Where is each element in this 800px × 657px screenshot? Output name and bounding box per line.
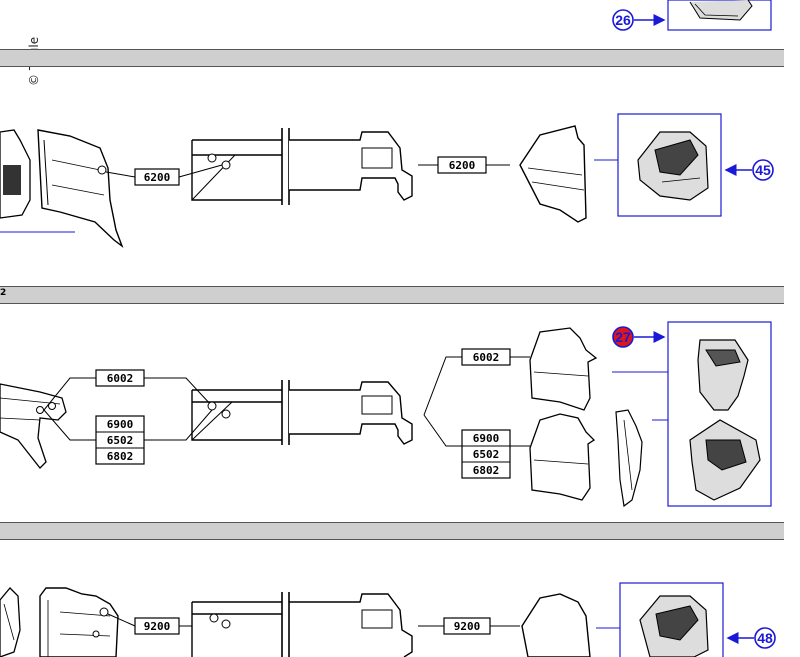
row2-end-cap-upper — [529, 327, 598, 411]
section-band-3 — [0, 522, 784, 540]
callout-45[interactable]: 45 — [724, 159, 774, 181]
row2-bar-profile — [191, 380, 413, 445]
row2-side-plate — [615, 409, 643, 508]
svg-text:6502: 6502 — [473, 448, 500, 461]
callout-27[interactable]: 27 — [612, 326, 666, 348]
svg-text:26: 26 — [615, 12, 631, 28]
row3-foot-left — [0, 587, 21, 657]
row2-foot-left — [0, 383, 67, 469]
svg-text:9200: 9200 — [454, 620, 481, 633]
svg-text:48: 48 — [757, 630, 773, 646]
row1-foot-left — [0, 129, 75, 233]
row3-code-left: 9200 — [107, 613, 192, 635]
row2-code-left: 6002 6900 6502 6802 — [43, 369, 213, 465]
svg-text:6900: 6900 — [107, 418, 134, 431]
row1-code-right: 6200 — [418, 156, 510, 174]
svg-text:9200: 9200 — [144, 620, 171, 633]
svg-text:6200: 6200 — [449, 159, 476, 172]
row1-detail-box — [617, 113, 722, 217]
svg-text:6002: 6002 — [473, 351, 500, 364]
row3-code-right: 9200 — [418, 617, 520, 635]
svg-text:6802: 6802 — [473, 464, 500, 477]
row2-end-cap-lower — [529, 413, 596, 501]
callout-48[interactable]: 48 — [726, 627, 776, 649]
row1-end-cap-right — [519, 125, 618, 223]
row3-detail-box — [619, 582, 724, 657]
svg-text:6002: 6002 — [107, 372, 134, 385]
section-band-2: 2 — [0, 286, 784, 304]
section-band-1 — [0, 49, 784, 67]
row1-bar-profile — [191, 128, 413, 205]
row1-end-cap-left — [37, 129, 124, 248]
svg-text:27: 27 — [615, 329, 631, 345]
section-band-label: 2 — [0, 288, 7, 298]
svg-text:45: 45 — [755, 162, 771, 178]
row2-code-right: 6002 6900 6502 6802 — [423, 348, 530, 479]
row3-end-cap-left — [39, 587, 119, 657]
svg-text:6200: 6200 — [144, 171, 171, 184]
callout-26[interactable]: 26 — [612, 9, 666, 31]
top-part-group — [667, 0, 772, 31]
svg-text:6502: 6502 — [107, 434, 134, 447]
row1-code-left: 6200 — [105, 164, 223, 186]
svg-text:6802: 6802 — [107, 450, 134, 463]
row3-end-cap-right — [521, 593, 620, 657]
svg-text:6900: 6900 — [473, 432, 500, 445]
row3-bar-profile — [191, 592, 413, 657]
row2-detail-box — [612, 321, 772, 507]
